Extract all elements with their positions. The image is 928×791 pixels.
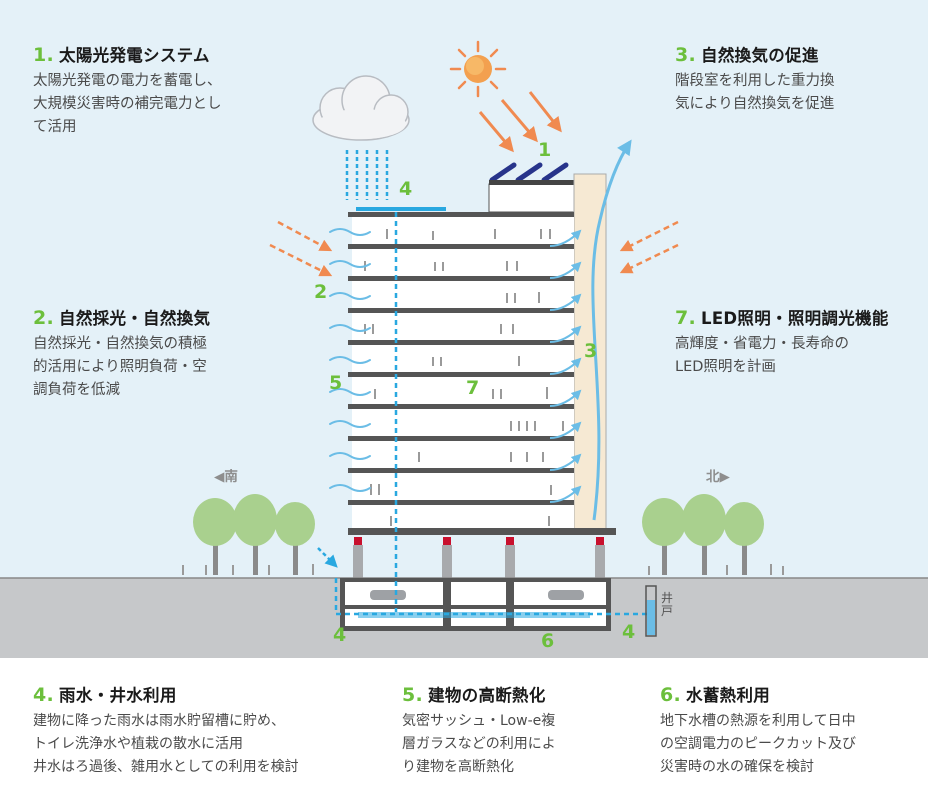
callout-4-roof: 4 [399, 178, 413, 200]
breeze-arrows-left [269, 220, 333, 277]
water-tank [358, 612, 590, 618]
basement-structure [340, 578, 611, 631]
bottom-panel [0, 658, 928, 791]
feature-natural-light-ventilation-description: 自然採光・自然換気の積極 的活用により照明負荷・空 調負荷を低減 [33, 336, 207, 398]
feature-thermal-storage-description: 地下水槽の熱源を利用して日中 の空調電力のピークカット及び 災害時の水の確保を検… [660, 713, 856, 775]
callout-3: 3 [584, 340, 598, 362]
pilotis-columns [353, 545, 605, 578]
wind-swirls [329, 228, 371, 492]
callout-6: 6 [541, 630, 555, 652]
column-caps [354, 537, 604, 545]
feature-ventilation-promotion-title: 3.自然換気の促進 [675, 44, 819, 66]
feature-rain-well-water-title: 4.雨水・井水利用 [33, 684, 177, 706]
callout-5: 5 [329, 372, 343, 394]
callout-1: 1 [538, 139, 552, 161]
surface-runoff-arrow [317, 547, 338, 568]
feature-ventilation-promotion-description: 階段室を利用した重力換 気により自然換気を促進 [675, 73, 835, 112]
trees-south [193, 494, 315, 575]
pedestrians [182, 564, 784, 575]
feature-rain-well-water: 4.雨水・井水利用 建物に降った雨水は雨水貯留槽に貯め、 トイレ洗浄水や植栽の散… [33, 682, 299, 779]
well-icon [645, 585, 657, 637]
well-label: 井 戸 [660, 591, 673, 618]
feature-led-lighting-title: 7.LED照明・照明調光機能 [675, 307, 889, 329]
callout-7: 7 [466, 377, 480, 399]
stack-updraft-arrow [591, 139, 632, 521]
direction-north-label: 北▶ [706, 469, 730, 485]
rooftop-penthouse [488, 183, 575, 213]
callout-4-well: 4 [622, 621, 636, 643]
trees-north [642, 494, 764, 575]
feature-solar-power-title: 1.太陽光発電システム [33, 44, 210, 66]
callout-4-basement: 4 [333, 624, 347, 646]
feature-thermal-storage-title: 6.水蓄熱利用 [660, 684, 771, 706]
feature-natural-light-ventilation: 2.自然採光・自然換気 自然採光・自然換気の積極 的活用により照明負荷・空 調負… [33, 305, 210, 402]
breeze-arrows-right [619, 220, 679, 274]
feature-solar-power-description: 太陽光発電の電力を蓄電し、 大規模災害時の補完電力とし て活用 [33, 73, 222, 135]
feature-thermal-storage: 6.水蓄熱利用 地下水槽の熱源を利用して日中 の空調電力のピークカット及び 災害… [660, 682, 856, 779]
feature-natural-light-ventilation-title: 2.自然採光・自然換気 [33, 307, 211, 329]
sun-icon [449, 40, 507, 98]
feature-ventilation-promotion: 3.自然換気の促進 階段室を利用した重力換 気により自然換気を促進 [675, 42, 835, 116]
feature-solar-power: 1.太陽光発電システム 太陽光発電の電力を蓄電し、 大規模災害時の補完電力とし … [33, 42, 222, 139]
feature-high-insulation-description: 気密サッシュ・Low-e複 層ガラスなどの利用によ り建物を高断熱化 [402, 713, 556, 775]
office-people [364, 229, 564, 526]
ground-floor-slab [348, 528, 616, 535]
feature-led-lighting: 7.LED照明・照明調光機能 高輝度・省電力・長寿命の LED照明を計画 [675, 305, 889, 379]
solar-panels [489, 162, 569, 183]
sunlight-arrows [478, 91, 562, 153]
ventilation-arrows [549, 229, 582, 503]
callout-2: 2 [314, 281, 328, 303]
direction-south-label: ◀南 [214, 469, 238, 485]
rain-icon [345, 150, 389, 200]
feature-led-lighting-description: 高輝度・省電力・長寿命の LED照明を計画 [675, 336, 849, 375]
feature-rain-well-water-description: 建物に降った雨水は雨水貯留槽に貯め、 トイレ洗浄水や植栽の散水に活用 井水はろ過… [33, 713, 299, 775]
floor-slabs [348, 212, 574, 505]
feature-high-insulation: 5.建物の高断熱化 気密サッシュ・Low-e複 層ガラスなどの利用によ り建物を… [402, 682, 556, 779]
feature-high-insulation-title: 5.建物の高断熱化 [402, 684, 546, 706]
cloud-icon [312, 75, 410, 141]
